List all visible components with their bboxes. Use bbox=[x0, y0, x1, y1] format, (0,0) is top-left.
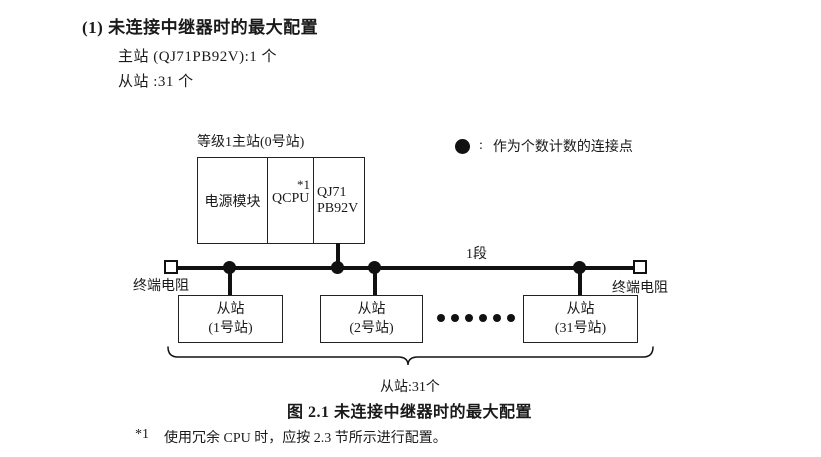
slave1-drop-line bbox=[228, 268, 232, 296]
terminator-resistor-right-icon bbox=[633, 260, 647, 274]
spec-master-count: 主站 (QJ71PB92V):1 个 bbox=[118, 49, 278, 65]
qcpu-footnote-ref: *1 bbox=[297, 177, 310, 192]
spec-slave-count: 从站 :31 个 bbox=[118, 74, 194, 90]
terminator-left-label: 终端电阻 bbox=[133, 279, 189, 294]
ellipsis-dots bbox=[437, 314, 515, 322]
master-station-box: 电源模块 *1 QCPU QJ71 PB92V bbox=[197, 157, 365, 244]
legend-text: 作为个数计数的连接点 bbox=[492, 140, 633, 155]
master-station-label: 等级1主站(0号站) bbox=[197, 135, 305, 150]
pb92v-cell: QJ71 PB92V bbox=[314, 158, 364, 243]
pb92v-label-line2: PB92V bbox=[317, 200, 359, 216]
slave2-label-line2: (2号站) bbox=[349, 321, 394, 336]
connection-point-dot bbox=[331, 261, 344, 274]
slave-station-box-1: 从站 (1号站) bbox=[178, 295, 283, 343]
legend-separator: : bbox=[479, 138, 483, 153]
qcpu-label: QCPU bbox=[272, 191, 310, 206]
master-drop-line bbox=[336, 243, 340, 268]
slave-station-box-31: 从站 (31号站) bbox=[523, 295, 638, 343]
legend-connection-dot-icon bbox=[455, 138, 470, 154]
footnote-text: 使用冗余 CPU 时，应按 2.3 节所示进行配置。 bbox=[164, 431, 447, 446]
qcpu-cell: *1 QCPU bbox=[268, 158, 314, 243]
slave2-drop-line bbox=[373, 268, 377, 296]
connection-point-dot bbox=[573, 261, 586, 274]
slave-count-label: 从站:31个 bbox=[380, 380, 440, 395]
footnote-marker: *1 bbox=[135, 427, 149, 442]
pb92v-label-line1: QJ71 bbox=[317, 184, 347, 200]
connection-point-dot bbox=[368, 261, 381, 274]
segment-label: 1段 bbox=[466, 247, 487, 262]
slave31-drop-line bbox=[578, 268, 582, 296]
power-module-label: 电源模块 bbox=[204, 194, 261, 210]
slave-station-box-2: 从站 (2号站) bbox=[320, 295, 423, 343]
slave1-label-line2: (1号站) bbox=[208, 321, 253, 336]
slave1-label-line1: 从站 bbox=[216, 302, 245, 317]
slave2-label-line1: 从站 bbox=[357, 302, 386, 317]
section-heading: (1) 未连接中继器时的最大配置 bbox=[82, 18, 319, 37]
legend: : 作为个数计数的连接点 bbox=[455, 136, 633, 156]
connection-point-dot bbox=[223, 261, 236, 274]
terminator-right-label: 终端电阻 bbox=[612, 281, 668, 296]
power-module-cell: 电源模块 bbox=[198, 158, 268, 243]
terminator-resistor-left-icon bbox=[164, 260, 178, 274]
slave-count-brace bbox=[165, 344, 657, 370]
slave31-label-line2: (31号站) bbox=[554, 321, 607, 336]
footnote: *1 使用冗余 CPU 时，应按 2.3 节所示进行配置。 bbox=[135, 427, 447, 447]
slave31-label-line1: 从站 bbox=[566, 302, 595, 317]
bus-line bbox=[177, 266, 634, 270]
figure-caption: 图 2.1 未连接中继器时的最大配置 bbox=[287, 404, 533, 421]
